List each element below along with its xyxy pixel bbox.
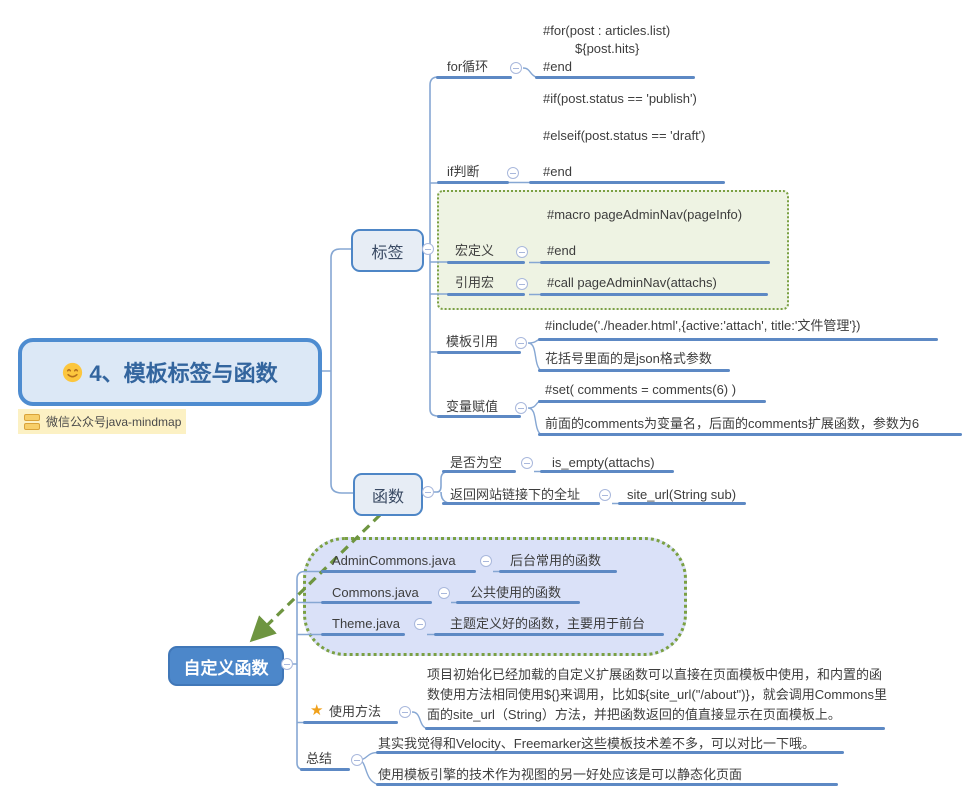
- topic-underline: [376, 783, 838, 786]
- topic-underline: [425, 727, 885, 730]
- summary-line-2[interactable]: 使用模板引擎的技术作为视图的另一好处应该是可以静态化页面: [378, 767, 743, 782]
- topic-underline: [538, 369, 730, 372]
- topic-underline: [436, 76, 512, 79]
- for-loop-code-2[interactable]: ${post.hits}: [575, 41, 640, 56]
- collapse-icon-usage[interactable]: [399, 706, 411, 718]
- topic-underline: [442, 470, 516, 473]
- topic-underline: [540, 293, 768, 296]
- assign-code[interactable]: #set( comments = comments(6) ): [545, 382, 737, 397]
- if-code-1[interactable]: #if(post.status == 'publish'): [543, 91, 697, 106]
- topic-underline: [540, 261, 770, 264]
- root-label[interactable]: 微信公众号java-mindmap: [18, 409, 186, 434]
- summary-line-1[interactable]: 其实我觉得和Velocity、Freemarker这些模板技术差不多，可以对比一…: [378, 736, 815, 751]
- topic-functions-label: 函数: [371, 488, 404, 506]
- topic-is-empty[interactable]: 是否为空: [450, 455, 503, 470]
- topic-site-url[interactable]: 返回网站链接下的全址: [450, 487, 581, 502]
- theme-desc[interactable]: 主题定义好的函数，主要用于前台: [450, 616, 646, 631]
- topic-assign[interactable]: 变量赋值: [446, 399, 499, 414]
- topic-include[interactable]: 模板引用: [446, 334, 499, 349]
- root-title: 4、模板标签与函数: [89, 361, 278, 386]
- collapse-icon-if[interactable]: [507, 167, 519, 179]
- topic-custom-functions-label: 自定义函数: [183, 658, 269, 678]
- include-code[interactable]: #include('./header.html',{active:'attach…: [545, 318, 861, 333]
- root-topic[interactable]: 4、模板标签与函数: [18, 338, 322, 406]
- topic-underline: [499, 570, 617, 573]
- topic-underline: [618, 502, 746, 505]
- topic-underline: [434, 633, 664, 636]
- commons-desc[interactable]: 公共使用的函数: [470, 585, 562, 600]
- topic-if[interactable]: if判断: [447, 164, 480, 179]
- collapse-icon-macro-call[interactable]: [516, 278, 528, 290]
- macro-code-2[interactable]: #end: [547, 243, 576, 258]
- star-icon: ★: [310, 702, 324, 719]
- topic-underline: [442, 502, 600, 505]
- collapse-icon-theme[interactable]: [414, 618, 426, 630]
- macro-call-code[interactable]: #call pageAdminNav(attachs): [547, 275, 717, 290]
- topic-usage[interactable]: 使用方法: [329, 704, 382, 719]
- collapse-icon-assign[interactable]: [515, 402, 527, 414]
- topic-underline: [437, 351, 521, 354]
- topic-underline: [300, 768, 350, 771]
- collapse-icon-functions[interactable]: [422, 486, 434, 498]
- if-code-2[interactable]: #elseif(post.status == 'draft'): [543, 128, 706, 143]
- collapse-icon-macro-def[interactable]: [516, 246, 528, 258]
- collapse-icon-commons[interactable]: [438, 587, 450, 599]
- topic-summary[interactable]: 总结: [306, 751, 333, 766]
- admin-commons-desc[interactable]: 后台常用的函数: [510, 553, 602, 568]
- topic-underline: [447, 261, 525, 264]
- macro-code-1[interactable]: #macro pageAdminNav(pageInfo): [547, 207, 743, 222]
- collapse-icon-summary[interactable]: [351, 754, 363, 766]
- collapse-icon-include[interactable]: [515, 337, 527, 349]
- topic-theme[interactable]: Theme.java: [332, 616, 400, 631]
- topic-for-loop[interactable]: for循环: [447, 59, 489, 74]
- usage-desc[interactable]: 项目初始化已经加载的自定义扩展函数可以直接在页面模板中使用，和内置的函数使用方法…: [427, 667, 888, 722]
- collapse-icon-for-loop[interactable]: [510, 62, 522, 74]
- topic-underline: [376, 751, 844, 754]
- topic-underline: [538, 400, 766, 403]
- topic-underline: [321, 570, 476, 573]
- topic-underline: [535, 76, 695, 79]
- include-note[interactable]: 花括号里面的是json格式参数: [545, 351, 712, 366]
- root-label-text: 微信公众号java-mindmap: [46, 415, 182, 429]
- topic-underline: [540, 470, 674, 473]
- topic-macro-call[interactable]: 引用宏: [455, 275, 495, 290]
- topic-tags[interactable]: 标签: [351, 229, 424, 272]
- for-loop-code-3[interactable]: #end: [543, 59, 572, 74]
- topic-underline: [529, 181, 725, 184]
- collapse-icon-custom[interactable]: [281, 658, 293, 670]
- topic-underline: [303, 721, 398, 724]
- topic-underline: [321, 633, 405, 636]
- notes-icon: [24, 413, 40, 430]
- topic-underline: [456, 601, 580, 604]
- topic-admin-commons[interactable]: AdminCommons.java: [332, 553, 456, 568]
- collapse-icon-is-empty[interactable]: [521, 457, 533, 469]
- topic-macro-def[interactable]: 宏定义: [455, 243, 495, 258]
- topic-custom-functions[interactable]: 自定义函数: [168, 646, 284, 686]
- topic-functions[interactable]: 函数: [353, 473, 423, 516]
- topic-underline: [437, 181, 509, 184]
- collapse-icon-admin-commons[interactable]: [480, 555, 492, 567]
- collapse-icon-site-url[interactable]: [599, 489, 611, 501]
- topic-underline: [321, 601, 432, 604]
- topic-commons[interactable]: Commons.java: [332, 585, 419, 600]
- for-loop-code-1[interactable]: #for(post : articles.list): [543, 23, 671, 38]
- topic-tags-label: 标签: [371, 244, 404, 262]
- topic-underline: [437, 415, 521, 418]
- collapse-icon-tags[interactable]: [422, 243, 434, 255]
- topic-underline: [538, 433, 962, 436]
- site-url-code[interactable]: site_url(String sub): [627, 487, 737, 502]
- topic-underline: [447, 293, 525, 296]
- if-code-3[interactable]: #end: [543, 164, 572, 179]
- topic-underline: [538, 338, 938, 341]
- is-empty-code[interactable]: is_empty(attachs): [552, 455, 655, 470]
- smiley-icon: [63, 362, 83, 382]
- assign-note[interactable]: 前面的comments为变量名，后面的comments扩展函数，参数为6: [545, 416, 920, 431]
